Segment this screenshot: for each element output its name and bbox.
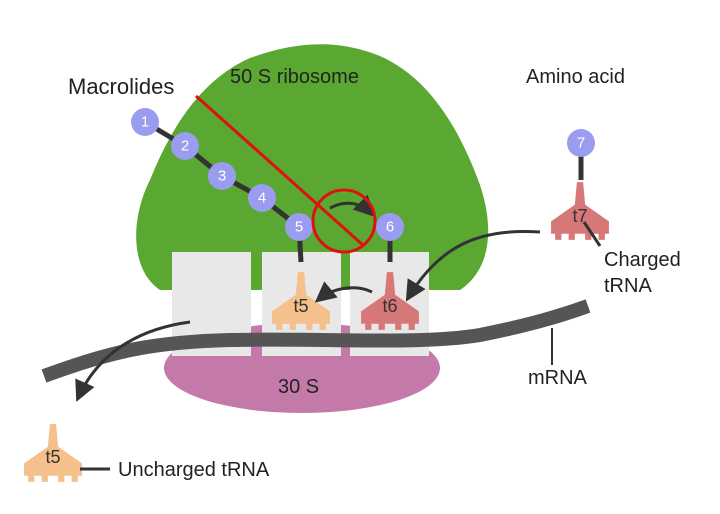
bead-6: 6 — [376, 213, 404, 241]
inhibition-line — [195, 94, 365, 248]
svg-text:t7: t7 — [572, 206, 587, 226]
translocation-arrow — [314, 281, 373, 303]
charged-trna-pointer — [582, 221, 602, 247]
svg-text:7: 7 — [577, 135, 585, 152]
svg-text:5: 5 — [295, 219, 303, 236]
label-trna: tRNA — [604, 275, 652, 297]
label-amino-acid: Amino acid — [526, 66, 625, 88]
bead-5: 5 — [285, 213, 313, 241]
svg-text:t6: t6 — [382, 296, 397, 316]
mrna-strand — [41, 299, 591, 383]
bead-1: 1 — [131, 108, 159, 136]
label-charged: Charged — [604, 249, 681, 271]
trna-incoming-charged: t7 — [551, 182, 609, 240]
trna-exiting-uncharged: t5 — [24, 424, 82, 482]
label-macrolides: Macrolides — [68, 74, 174, 99]
svg-text:t5: t5 — [45, 447, 60, 467]
peptidyl-transfer-arrow — [329, 194, 375, 217]
label-uncharged-trna: Uncharged tRNA — [118, 459, 270, 481]
label-50s-ribosome: 50 S ribosome — [230, 66, 359, 88]
trna-a-site: t6 — [361, 272, 419, 330]
bead-4: 4 — [248, 184, 276, 212]
trna-p-site: t5 — [272, 272, 330, 330]
svg-text:3: 3 — [218, 168, 226, 185]
exit-arrow — [75, 320, 191, 402]
svg-text:1: 1 — [141, 114, 149, 131]
bead-7: 7 — [567, 129, 595, 157]
label-mrna: mRNA — [528, 367, 588, 389]
inhibition-circle — [311, 188, 377, 254]
svg-text:2: 2 — [181, 138, 189, 155]
incoming-trna-arrow — [405, 229, 541, 302]
svg-text:6: 6 — [386, 219, 394, 236]
bead-3: 3 — [208, 162, 236, 190]
svg-text:t5: t5 — [293, 296, 308, 316]
label-30s: 30 S — [278, 376, 319, 398]
bead-2: 2 — [171, 132, 199, 160]
svg-text:4: 4 — [258, 190, 266, 207]
